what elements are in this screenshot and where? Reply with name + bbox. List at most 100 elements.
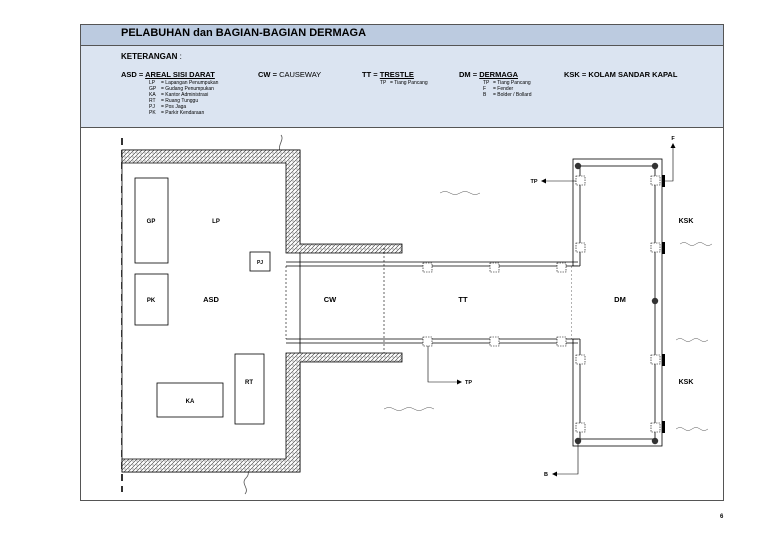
- building-rt: [234, 353, 265, 425]
- fender: [662, 354, 665, 366]
- building-pj: [249, 251, 271, 272]
- water-wave: [675, 338, 709, 342]
- legend-tt-eq: =: [371, 70, 380, 79]
- b-leader-line: [557, 444, 579, 475]
- label-ksk-bottom: KSK: [679, 379, 694, 386]
- pile: [575, 175, 586, 186]
- legend-ksk-name: KOLAM SANDAR KAPAL: [588, 70, 678, 79]
- fender: [662, 421, 665, 433]
- label-ka: KA: [186, 399, 195, 405]
- legend-asd-item: LP = Lapangan Penumpukan: [149, 80, 218, 86]
- legend-cw: CW = CAUSEWAY: [258, 70, 321, 79]
- pile: [422, 262, 433, 273]
- legend-ksk-code: KSK: [564, 70, 580, 79]
- legend-dm-item: F = Fender: [483, 86, 532, 92]
- legend-asd-item: KA = Kantor Administrasi: [149, 92, 218, 98]
- legend-asd-name: AREAL SISI DARAT: [145, 70, 215, 79]
- legend-ksk: KSK = KOLAM SANDAR KAPAL: [564, 70, 677, 79]
- label-gp: GP: [147, 219, 156, 225]
- pile: [575, 354, 586, 365]
- pile: [422, 336, 433, 347]
- label-f: F: [671, 136, 675, 142]
- legend-heading: KETERANGAN :: [121, 52, 182, 61]
- building-ka: [156, 382, 224, 418]
- shoreline-top: [279, 134, 283, 153]
- item-code: B: [483, 92, 487, 98]
- item-code: TP: [380, 80, 387, 86]
- pile: [650, 354, 661, 365]
- legend-tt-item: TP= Tiang Pancang: [380, 80, 428, 86]
- legend-ksk-eq: =: [579, 70, 589, 79]
- label-lp: LP: [212, 219, 220, 225]
- item-code: LP: [149, 80, 156, 86]
- bollard: [651, 297, 659, 305]
- pile: [650, 175, 661, 186]
- legend-cw-code: CW: [258, 70, 271, 79]
- legend-panel: KETERANGAN : ASD = AREAL SISI DARAT LP = …: [81, 46, 723, 128]
- item-code: F: [483, 86, 487, 92]
- legend-asd: ASD = AREAL SISI DARAT: [121, 70, 215, 79]
- fender-leader-line: [665, 148, 674, 182]
- dermaga-inner: [579, 165, 656, 440]
- label-pj: PJ: [257, 260, 263, 266]
- legend-asd-items: LP= Lapangan Penumpukan GP= Gudang Penum…: [149, 80, 218, 116]
- label-rt: RT: [245, 380, 253, 386]
- pile: [556, 262, 567, 273]
- legend-asd-eq: =: [136, 70, 146, 79]
- tp-bottom-leader-line: [427, 346, 457, 383]
- legend-dm-item: TP= Tiang Pancang: [483, 80, 532, 86]
- water-wave: [679, 242, 713, 246]
- item-desc: = Tiang Pancang: [390, 80, 428, 86]
- item-desc: = Ruang Tunggu: [161, 98, 199, 104]
- legend-heading-colon: :: [177, 52, 182, 61]
- legend-asd-code: ASD: [121, 70, 137, 79]
- building-pk: [134, 273, 169, 326]
- legend-dm-items: TP= Tiang Pancang F = Fender B= Bolder / …: [483, 80, 532, 98]
- item-desc: = Tiang Pancang: [493, 80, 531, 86]
- bollard: [651, 437, 659, 445]
- legend-dm-code: DM: [459, 70, 471, 79]
- legend-tt-name: TRESTLE: [379, 70, 414, 79]
- legend-dm-item: B= Bolder / Bollard: [483, 92, 532, 98]
- page-number: 6: [720, 514, 724, 520]
- label-pk: PK: [147, 298, 156, 304]
- f-arrow-icon: [670, 143, 676, 148]
- pile: [489, 262, 500, 273]
- building-gp: [134, 177, 169, 264]
- trestle-joint-cover: [572, 266, 581, 339]
- label-ksk-top: KSK: [679, 218, 694, 225]
- legend-dm: DM = DERMAGA: [459, 70, 518, 79]
- fender: [662, 175, 665, 187]
- label-tp-top: TP: [530, 179, 537, 185]
- item-desc: = Gudang Penumpukan: [161, 86, 214, 92]
- item-desc: = Parkir Kendaraan: [161, 110, 205, 116]
- item-desc: = Fender: [493, 86, 514, 92]
- tp-top-arrow-icon: [541, 178, 546, 184]
- b-arrow-icon: [552, 471, 557, 477]
- fender: [662, 242, 665, 254]
- item-code: PK: [149, 110, 156, 116]
- title-bar: PELABUHAN dan BAGIAN-BAGIAN DERMAGA: [81, 25, 723, 46]
- legend-asd-item: RT = Ruang Tunggu: [149, 98, 218, 104]
- item-code: RT: [149, 98, 156, 104]
- legend-tt-items: TP= Tiang Pancang: [380, 80, 428, 86]
- legend-cw-name: CAUSEWAY: [279, 70, 322, 79]
- figure-title: PELABUHAN dan BAGIAN-BAGIAN DERMAGA: [121, 27, 367, 39]
- legend-cw-eq: =: [270, 70, 280, 79]
- legend-asd-item: PK = Parkir Kendaraan: [149, 110, 218, 116]
- item-code: KA: [149, 92, 156, 98]
- pile: [650, 242, 661, 253]
- tp-bottom-arrow-icon: [457, 379, 462, 385]
- item-desc: = Lapangan Penumpukan: [161, 80, 219, 86]
- legend-dm-name: DERMAGA: [479, 70, 518, 79]
- bollard: [574, 437, 582, 445]
- legend-dm-eq: =: [470, 70, 480, 79]
- pile: [575, 242, 586, 253]
- bollard: [651, 162, 659, 170]
- bollard: [574, 162, 582, 170]
- item-desc: = Kantor Administrasi: [161, 92, 209, 98]
- label-tp-bottom: TP: [465, 380, 472, 386]
- hatched-border-bottom: [121, 352, 403, 473]
- water-wave: [439, 191, 481, 195]
